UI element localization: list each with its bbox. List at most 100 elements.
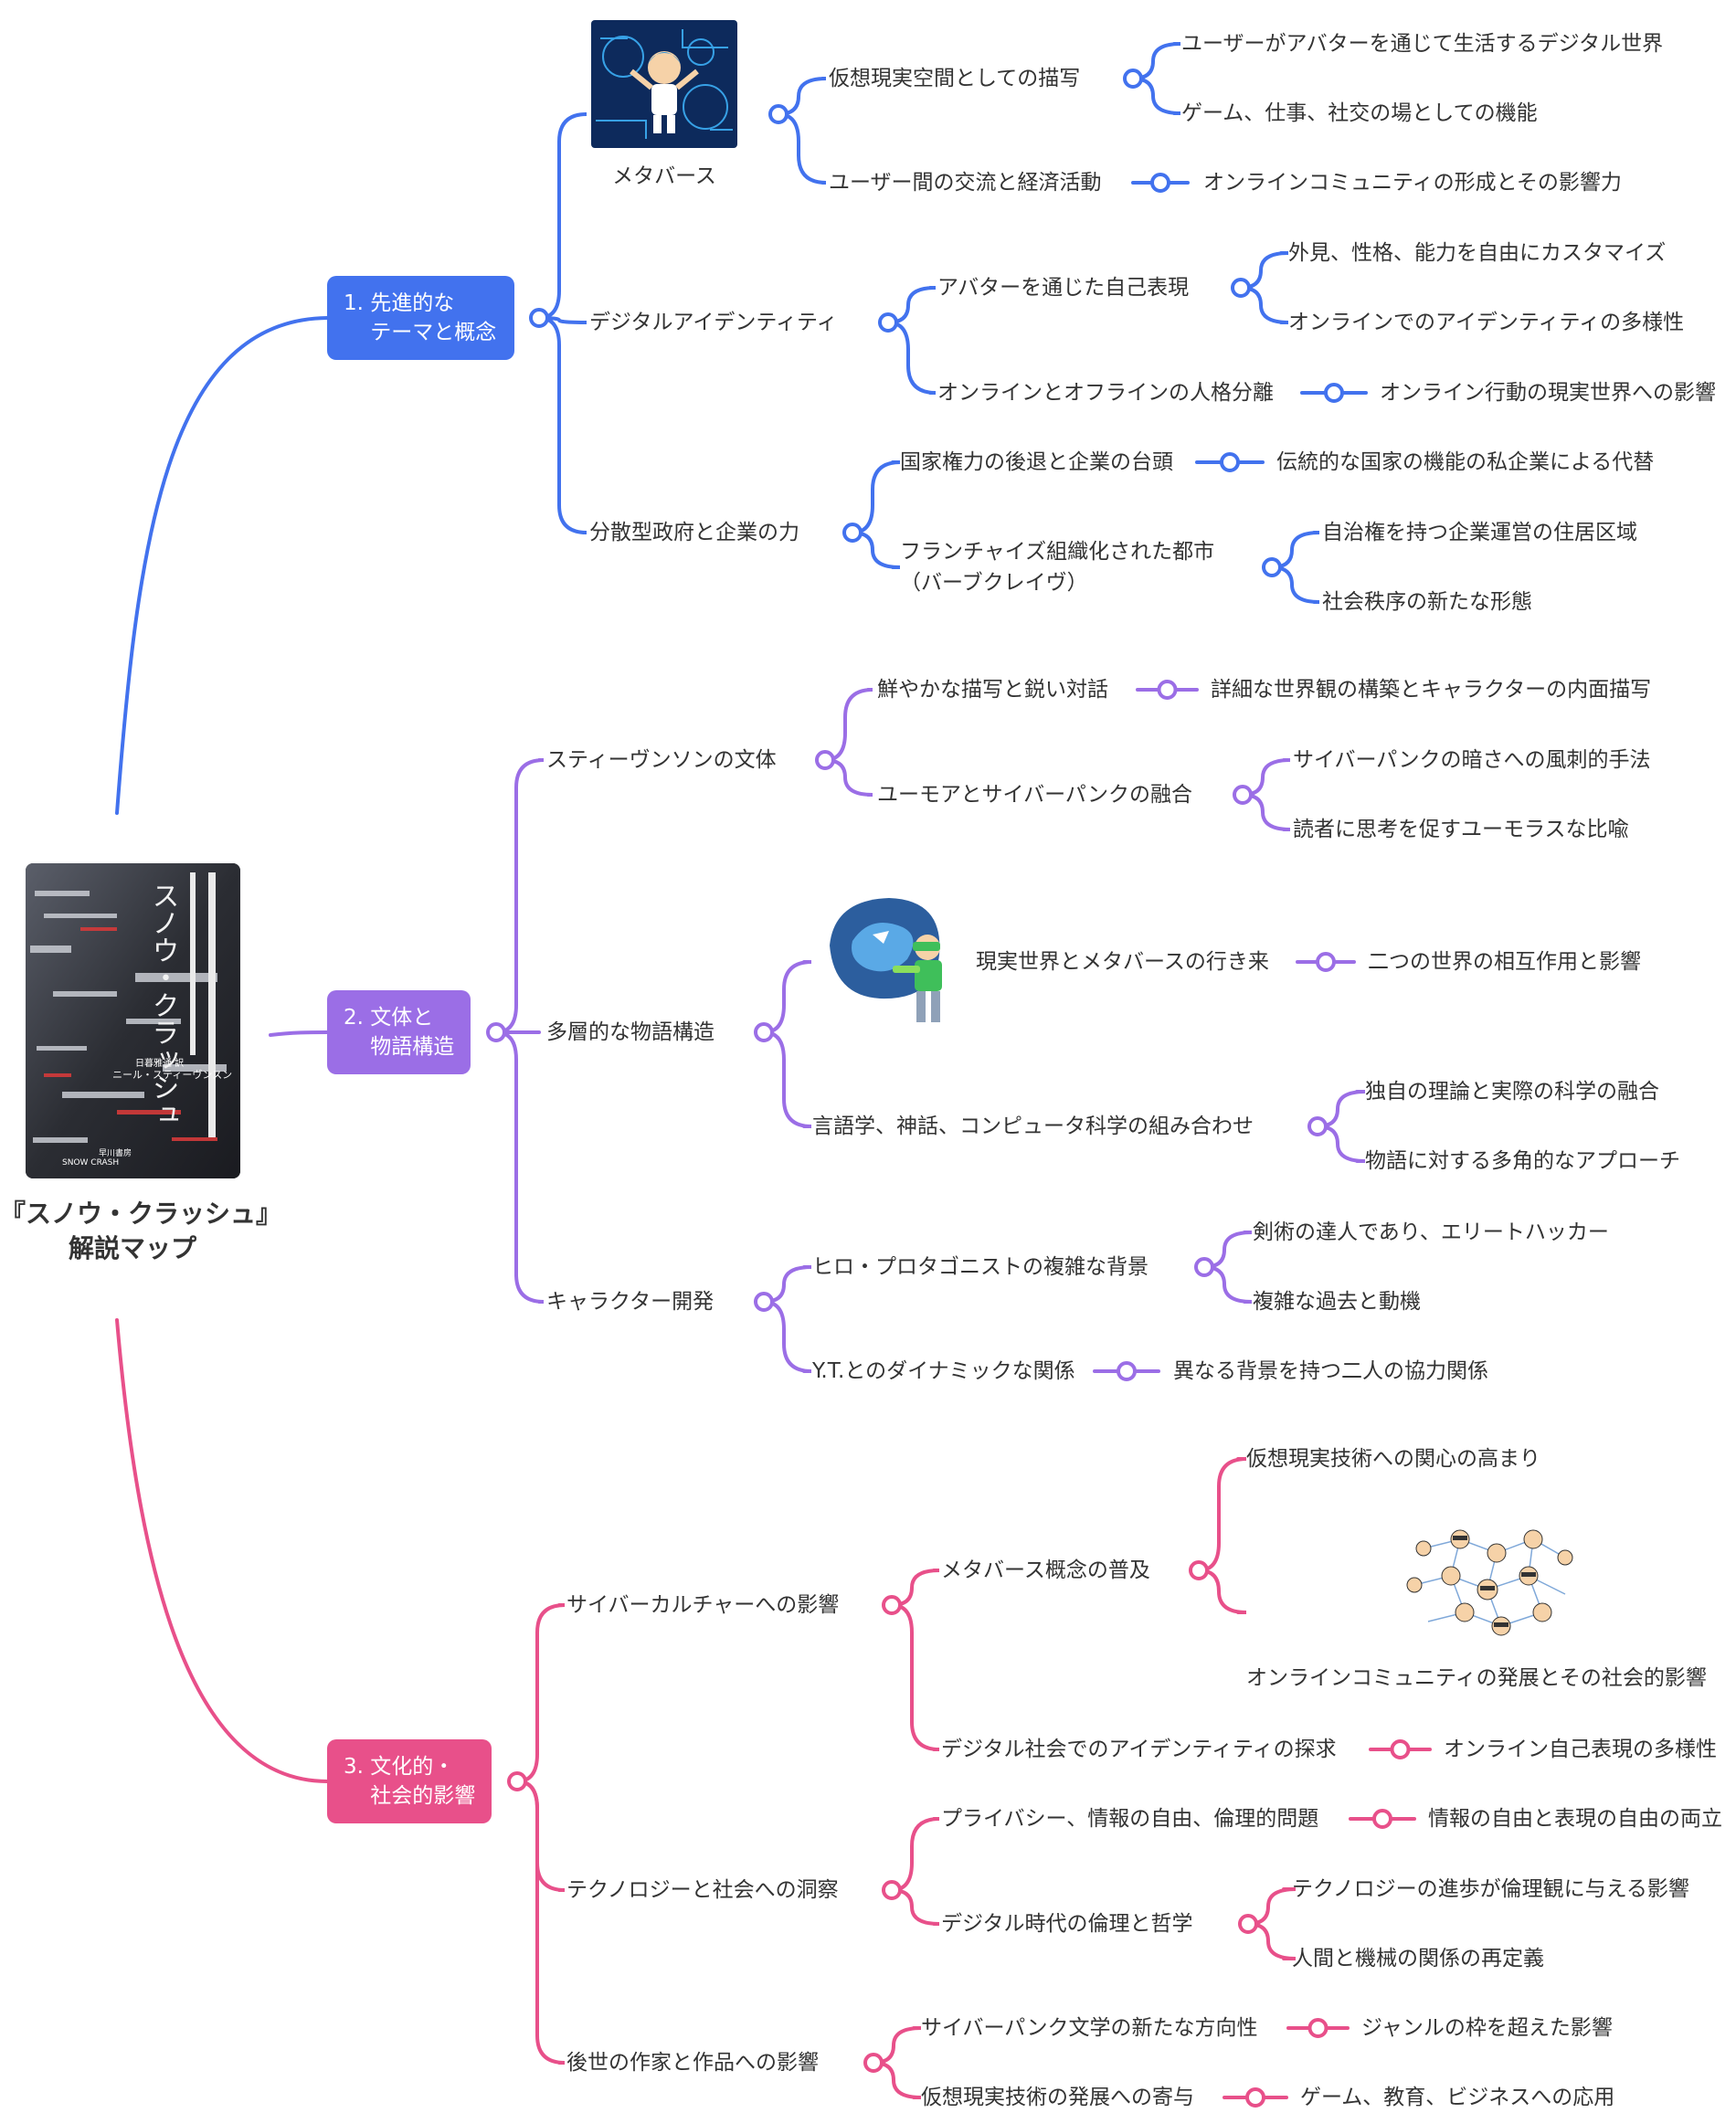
item-persona-split: オンラインとオフラインの人格分離 (937, 381, 1274, 405)
item-metaverse-spread: メタバース概念の普及 (941, 1558, 1150, 1582)
connector-node (1157, 680, 1178, 700)
connector (890, 1888, 940, 1926)
connector (890, 1603, 940, 1751)
connector (1202, 1265, 1253, 1304)
connector-node (1262, 557, 1282, 577)
root-title: 『スノウ・クラッシュ』 解説マップ (0, 1199, 282, 1263)
leaf-online-community: オンラインコミュニティの形成とその影響力 (1203, 171, 1622, 195)
connector (762, 1300, 812, 1373)
leaf-game-work-social: ゲーム、仕事、社交の場としての機能 (1181, 101, 1538, 125)
connector (777, 112, 827, 185)
connector (537, 316, 587, 534)
topic-cyberculture: サイバーカルチャーへの影響 (566, 1593, 840, 1617)
item-user-interaction: ユーザー間の交流と経済活動 (829, 171, 1102, 195)
connector (886, 286, 937, 324)
connector-node (863, 2053, 884, 2073)
connector (851, 531, 901, 569)
connector-node (754, 1292, 774, 1312)
connector-node (882, 1595, 902, 1615)
root-link-2 (269, 1030, 329, 1037)
connector-node (529, 308, 549, 328)
connector (823, 758, 873, 797)
connector (537, 112, 587, 320)
leaf-social-order: 社会秩序の新たな形態 (1322, 590, 1532, 614)
connector (890, 1569, 940, 1607)
connector-node (1307, 1116, 1328, 1136)
connector (823, 688, 873, 762)
leaf-two-worlds: 二つの世界の相互作用と影響 (1368, 950, 1641, 974)
connector (1316, 1090, 1366, 1128)
leaf-freedom-balance: 情報の自由と表現の自由の両立 (1428, 1807, 1722, 1831)
topic-decentralized-gov: 分散型政府と企業の力 (589, 521, 799, 544)
connector-node (1324, 383, 1344, 403)
topic-tech-society: テクノロジーと社会への洞察 (566, 1878, 839, 1902)
item-hiro-background: ヒロ・プロタゴニストの複雑な背景 (812, 1255, 1149, 1279)
vr-gamer-dragon-image (816, 891, 967, 1037)
book-cover-image: 日暮雅通 訳 ニール・スティーヴンスン 早川書房 SNOW CRASH スノウ・… (26, 863, 240, 1178)
cover-english-title: SNOW CRASH (62, 1158, 119, 1167)
topic-layered-narrative: 多層的な物語構造 (546, 1020, 715, 1044)
item-vr-space: 仮想現実空間としての描写 (829, 67, 1081, 90)
leaf-autonomous-area: 自治権を持つ企業運営の住居区域 (1322, 521, 1637, 544)
item-avatar-expression: アバターを通じた自己表現 (937, 276, 1190, 300)
item-burbclave: フランチャイズ組織化された都市 （バーブクレイヴ） (900, 540, 1215, 595)
metaverse-avatar-image (591, 20, 737, 148)
connector-node (1117, 1361, 1137, 1381)
connector (1246, 1922, 1297, 1960)
leaf-cooperation: 異なる背景を持つ二人の協力関係 (1173, 1359, 1488, 1383)
topic-character-dev: キャラクター開発 (546, 1290, 715, 1314)
leaf-online-behavior: オンライン行動の現実世界への影響 (1380, 381, 1716, 405)
item-humor-cyberpunk: ユーモアとサイバーパンクの融合 (877, 783, 1192, 807)
connector-node (1245, 2087, 1265, 2108)
leaf-state-replaced: 伝統的な国家の機能の私企業による代替 (1276, 450, 1655, 474)
online-community-network-image (1396, 1521, 1579, 1649)
connector (1131, 42, 1181, 80)
connector (515, 1780, 566, 2065)
connector (515, 1780, 566, 1892)
connector (890, 1817, 940, 1892)
leaf-human-machine: 人間と機械の関係の再定義 (1292, 1947, 1544, 1970)
leaf-identity-diversity: オンラインでのアイデンティティの多様性 (1288, 311, 1685, 334)
branch-1-advanced-themes[interactable]: 1. 先進的な テーマと概念 (327, 276, 514, 360)
item-yt-relationship: Y.T.とのダイナミックな関係 (812, 1359, 1075, 1383)
leaf-applications: ゲーム、教育、ビジネスへの応用 (1300, 2086, 1615, 2109)
cover-title: スノウ・クラッシュ (147, 882, 179, 1128)
leaf-self-expression: オンライン自己表現の多様性 (1444, 1738, 1717, 1761)
item-real-metaverse: 現実世界とメタバースの行き来 (976, 950, 1269, 974)
branch-2-style-structure[interactable]: 2. 文体と 物語構造 (327, 990, 471, 1074)
item-privacy-ethics: プライバシー、情報の自由、倫理的問題 (941, 1807, 1319, 1831)
connector-node (878, 312, 898, 333)
connector (494, 758, 545, 1034)
cover-publisher: 早川書房 (99, 1147, 132, 1158)
topic-writing-style: スティーヴンソンの文体 (546, 748, 777, 772)
connector-node (1189, 1560, 1209, 1580)
item-digital-ethics: デジタル時代の倫理と哲学 (941, 1912, 1193, 1936)
connector (515, 1603, 566, 1783)
connector (1246, 1887, 1297, 1926)
connector-node (815, 750, 835, 770)
leaf-worldbuilding: 詳細な世界観の構築とキャラクターの内面描写 (1211, 678, 1652, 702)
cover-translator: 日暮雅通 訳 (135, 1057, 184, 1069)
connector (1239, 286, 1289, 324)
connector-node (768, 104, 789, 124)
connector (1316, 1125, 1366, 1163)
connector (1202, 1231, 1253, 1269)
item-new-direction: サイバーパンク文学の新たな方向性 (921, 2016, 1258, 2040)
root-link-3 (115, 1318, 329, 1783)
connector-node (1307, 2018, 1328, 2038)
connector-node (1316, 952, 1336, 972)
leaf-satire: サイバーパンクの暗さへの風刺的手法 (1293, 748, 1651, 772)
connector-node (1123, 69, 1143, 89)
item-linguistics-myth-cs: 言語学、神話、コンピュータ科学の組み合わせ (812, 1115, 1254, 1138)
connector-node (507, 1771, 527, 1791)
connector-node (1238, 1914, 1258, 1934)
connector (1241, 758, 1291, 797)
branch-3-cultural-impact[interactable]: 3. 文化的・ 社会的影響 (327, 1739, 492, 1823)
connector (777, 77, 827, 116)
item-vivid-depiction: 鮮やかな描写と鋭い対話 (877, 678, 1108, 702)
connector-node (1150, 173, 1170, 193)
connector (1197, 1457, 1247, 1572)
connector (1270, 565, 1320, 604)
